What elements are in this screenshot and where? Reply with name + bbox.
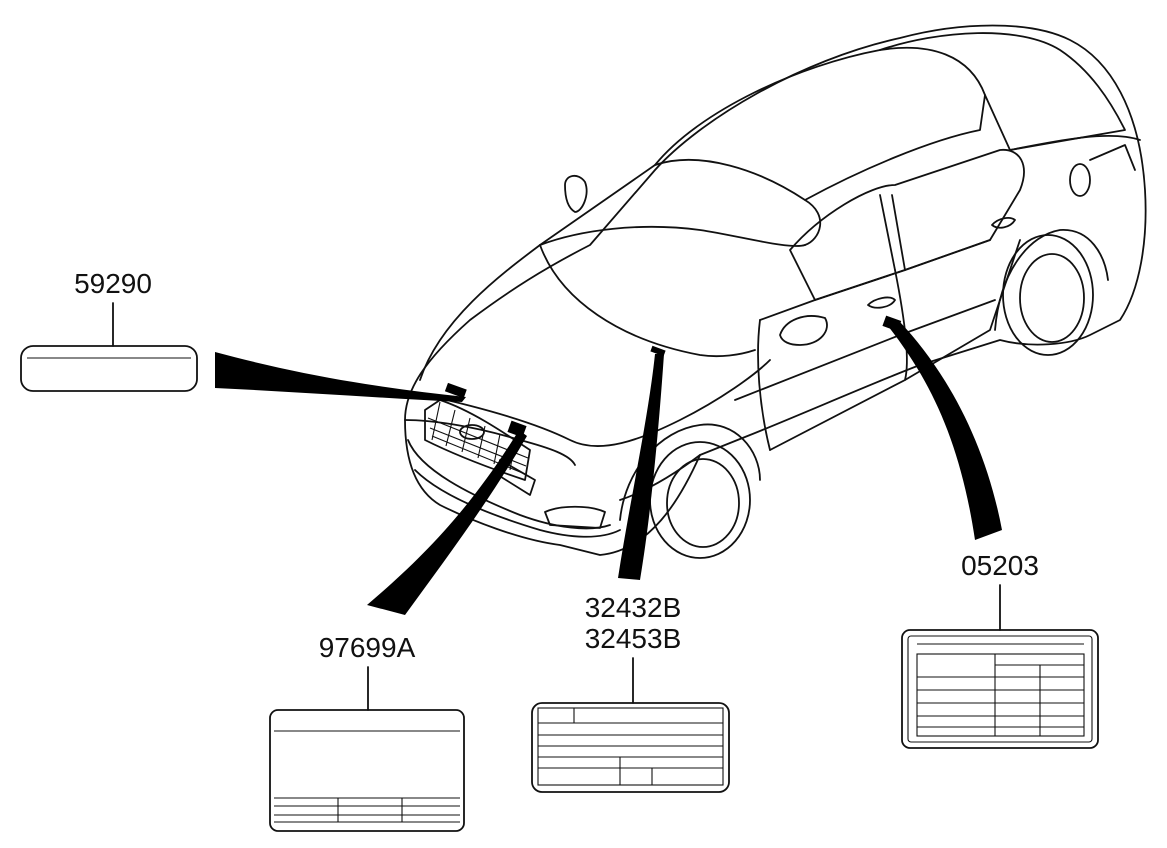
leader-05203 <box>888 322 1002 540</box>
side-mirror <box>779 315 828 346</box>
part-number-59290: 59290 <box>74 268 152 299</box>
rear-wheel <box>1002 234 1094 356</box>
roof <box>654 46 986 201</box>
label-sticker-59290 <box>20 345 198 392</box>
part-number-97699a: 97699A <box>319 632 416 663</box>
part-number-05203: 05203 <box>961 550 1039 581</box>
leader-97699a <box>367 430 527 615</box>
label-sticker-97699a <box>269 709 465 832</box>
leader-32432b <box>618 354 664 580</box>
front-grille <box>424 399 531 481</box>
label-sticker-05203 <box>901 629 1099 749</box>
car-illustration <box>404 24 1147 559</box>
part-number-32453b: 32453B <box>585 623 682 654</box>
part-59290: 59290 <box>20 268 198 392</box>
part-97699a: 97699A <box>269 632 465 832</box>
side-windows <box>789 149 1025 301</box>
label-sticker-32432b <box>531 702 730 793</box>
windshield <box>539 159 822 246</box>
part-number-32432b: 32432B <box>585 592 682 623</box>
car-body-outline <box>404 24 1147 556</box>
leader-59290 <box>215 352 466 402</box>
label-marker-32432b <box>650 345 666 357</box>
part-32432b-32453b: 32432B 32453B <box>531 592 730 793</box>
label-marker-59290 <box>444 382 467 399</box>
part-05203: 05203 <box>901 550 1099 749</box>
